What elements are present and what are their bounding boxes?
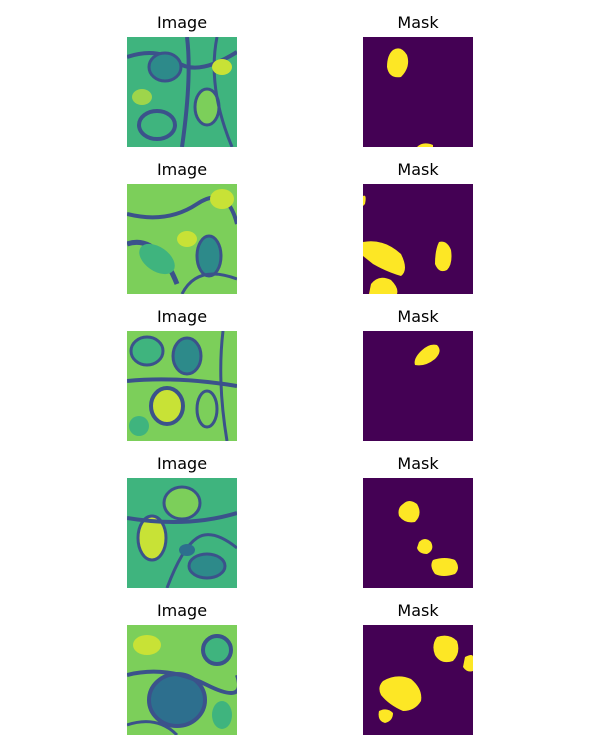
image-title-4: Image bbox=[156, 454, 208, 473]
mask-title-5: Mask bbox=[397, 601, 439, 620]
em-image-1 bbox=[127, 37, 237, 147]
mask-title-1: Mask bbox=[397, 13, 439, 32]
mask-title-4: Mask bbox=[397, 454, 439, 473]
image-title-3: Image bbox=[156, 307, 208, 326]
mask-4 bbox=[363, 478, 473, 588]
mask-title-3: Mask bbox=[397, 307, 439, 326]
image-title-5: Image bbox=[156, 601, 208, 620]
mask-2 bbox=[363, 184, 473, 294]
em-image-3 bbox=[127, 331, 237, 441]
image-title-2: Image bbox=[156, 160, 208, 179]
mask-3 bbox=[363, 331, 473, 441]
mask-1 bbox=[363, 37, 473, 147]
em-image-2 bbox=[127, 184, 237, 294]
em-image-4 bbox=[127, 478, 237, 588]
mask-5 bbox=[363, 625, 473, 735]
image-title-1: Image bbox=[156, 13, 208, 32]
mask-title-2: Mask bbox=[397, 160, 439, 179]
em-image-5 bbox=[127, 625, 237, 735]
